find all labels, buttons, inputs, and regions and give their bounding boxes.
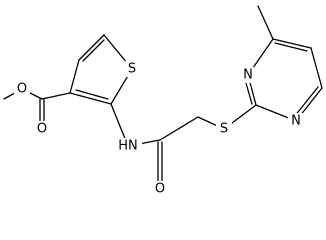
bond-pyrimidine-c4-n3-inner bbox=[293, 86, 319, 118]
atom-pyrimidine-nitrogen-upper-label: N bbox=[243, 68, 253, 83]
atom-carbonyl-oxygen-label: O bbox=[37, 122, 47, 137]
atom-pyrimidine-nitrogen-upper: N bbox=[240, 67, 256, 83]
atom-pyrimidine-nitrogen-lower-label: N bbox=[291, 114, 301, 129]
atom-amide-oxygen-label: O bbox=[155, 182, 165, 197]
bond-thiophene-c4-c5-inner bbox=[82, 39, 105, 62]
bond-pyrimidine-c5-c4 bbox=[310, 47, 323, 89]
bond-thiophene-c2-c3-inner bbox=[75, 89, 109, 100]
molecule-structure-diagram: O O S HN O S N N bbox=[3, 5, 323, 197]
bond-thiophene-c2-c3 bbox=[69, 92, 112, 105]
bond-carbonyl-methylene bbox=[159, 116, 199, 141]
atom-thioether-sulfur: S bbox=[216, 121, 232, 137]
atom-thiophene-sulfur: S bbox=[124, 61, 140, 77]
atom-ester-oxygen: O bbox=[14, 81, 30, 97]
bond-pyrimidine-c6-c5-inner bbox=[274, 42, 308, 52]
bond-thiophene-c4-c5 bbox=[78, 34, 105, 61]
bond-carbonyl-carbon-ring bbox=[41, 92, 71, 100]
atom-carbonyl-oxygen: O bbox=[34, 121, 50, 137]
atom-thioether-sulfur-label: S bbox=[220, 122, 228, 137]
bond-thiophene-c3-c4 bbox=[69, 59, 80, 94]
atom-pyrimidine-nitrogen-lower: N bbox=[288, 113, 304, 129]
bond-pyrimidine-methyl bbox=[257, 5, 274, 40]
atom-amide-nitrogen: HN bbox=[114, 138, 142, 154]
atom-thiophene-sulfur-label: S bbox=[128, 62, 136, 77]
atom-ester-oxygen-label: O bbox=[17, 82, 27, 97]
atom-amide-oxygen: O bbox=[152, 181, 168, 197]
bond-pyrimidine-c6-c5 bbox=[272, 38, 312, 49]
atom-amide-nitrogen-label: HN bbox=[118, 139, 138, 154]
